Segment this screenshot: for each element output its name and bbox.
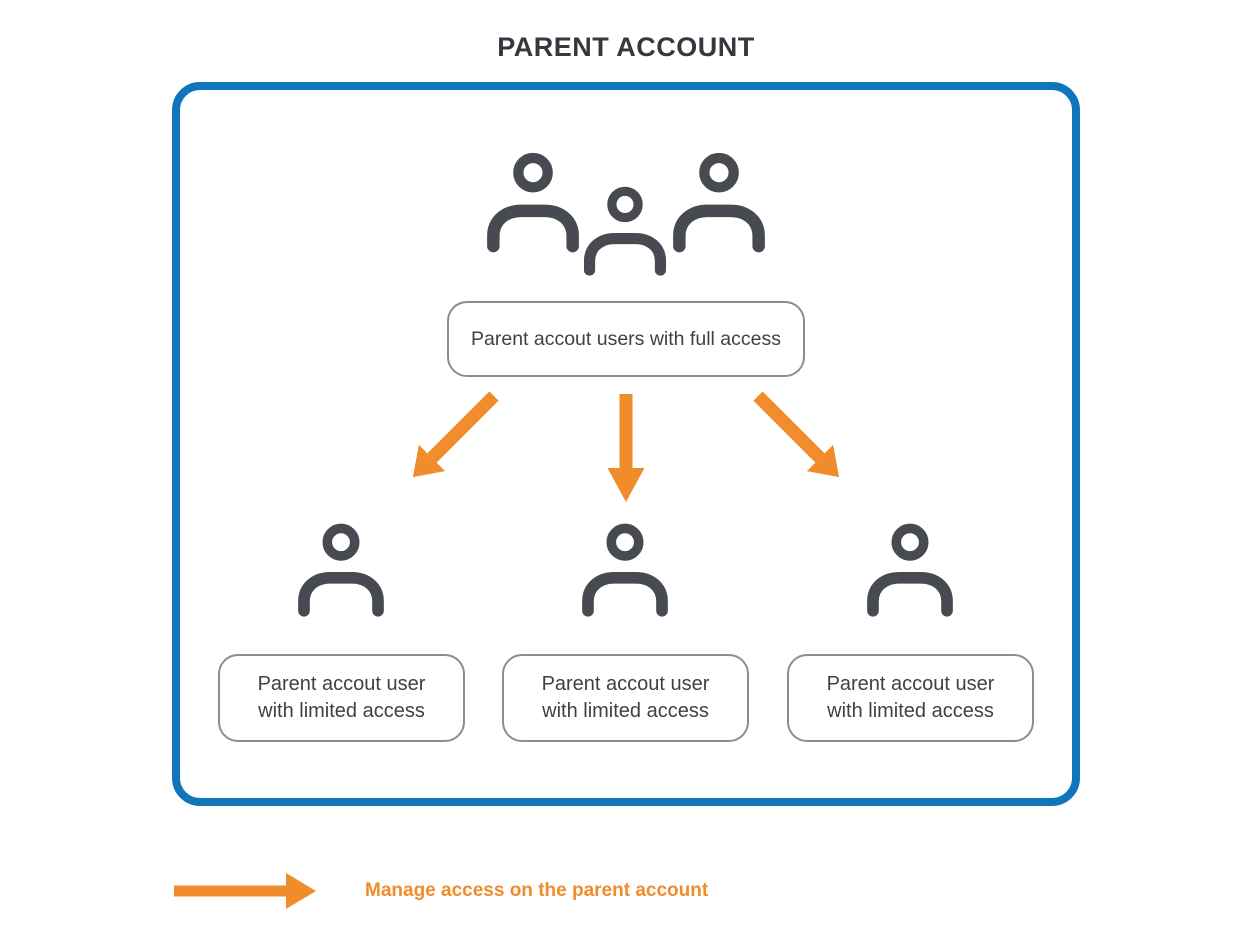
manage-access-arrows-icon [412, 392, 840, 502]
single-user-icon [581, 523, 669, 619]
limited-access-node-label: Parent accout user with limited access [257, 673, 426, 722]
full-access-node-label: Parent accout users with full access [471, 327, 781, 350]
page-title: PARENT ACCOUNT [497, 32, 755, 62]
arrow-down-right-icon [753, 392, 840, 478]
limited-access-node: Parent accout user with limited access [502, 654, 749, 742]
legend-right-arrow-icon [174, 873, 316, 909]
arrow-down-icon [607, 394, 645, 502]
limited-access-node: Parent accout user with limited access [787, 654, 1034, 742]
full-access-node: Parent accout users with full access [447, 301, 805, 377]
limited-access-node-label: Parent accout user with limited access [541, 673, 710, 722]
legend-label: Manage access on the parent account [365, 880, 709, 901]
arrow-down-left-icon [412, 392, 499, 478]
limited-access-node: Parent accout user with limited access [218, 654, 465, 742]
single-user-icon [866, 523, 954, 619]
limited-access-node-label: Parent accout user with limited access [826, 673, 995, 722]
single-user-icon [297, 523, 385, 619]
three-users-icon [486, 152, 766, 286]
